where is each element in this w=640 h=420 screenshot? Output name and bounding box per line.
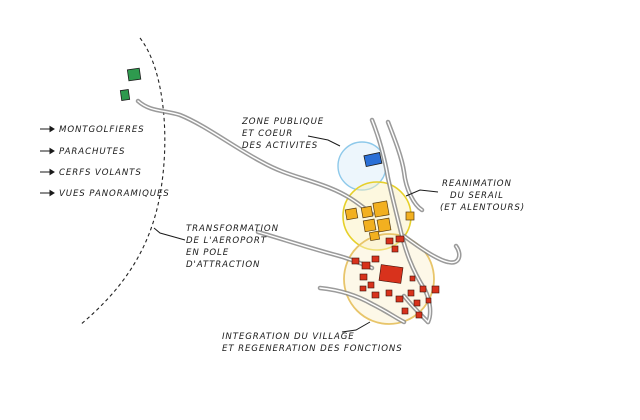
village-building [367, 281, 375, 289]
label-serail-line: REANIMATION [442, 179, 512, 189]
label-aeroport-line: EN POLE [186, 248, 229, 258]
label-aeroport-line: TRANSFORMATION [186, 224, 279, 234]
leader-village [341, 321, 371, 333]
label-aeroport-line: DE L'AEROPORT [186, 236, 267, 246]
leader-serail [405, 189, 439, 197]
label-aeroport-line: D'ATTRACTION [186, 260, 260, 270]
village-building [371, 255, 380, 263]
village-building [385, 237, 394, 245]
village-building [391, 245, 399, 253]
village-building [359, 285, 367, 292]
road-west-inner [257, 231, 373, 269]
serail-building [372, 200, 390, 218]
village-building [401, 307, 409, 315]
village-building [407, 289, 415, 297]
list-item: VUES PANORAMIQUES [59, 189, 170, 199]
label-zone-publique-line: DES ACTIVITES [242, 141, 318, 151]
arrow-icon [40, 168, 55, 176]
village-building [415, 311, 423, 319]
label-village-line: INTEGRATION DU VILLAGE [222, 332, 355, 342]
leader-aeroport [153, 227, 186, 241]
village-building [395, 235, 405, 243]
arrow-icon [40, 125, 55, 133]
green-site-marker [119, 89, 131, 101]
road-southwest-inner [319, 287, 405, 323]
label-zone-publique-line: ET COEUR [242, 129, 293, 139]
serail-building [360, 205, 374, 219]
village-building [378, 264, 404, 284]
boundary-dashed-arc [79, 37, 166, 326]
list-item: PARACHUTES [59, 147, 125, 157]
leader-zone-publique [307, 135, 341, 147]
arrow-icon [40, 147, 55, 155]
village-building [409, 275, 416, 282]
label-village-line: ET REGENERATION DES FONCTIONS [222, 344, 403, 354]
village-building [419, 285, 427, 293]
village-building [385, 289, 393, 297]
serail-building [362, 218, 377, 233]
village-building [425, 297, 432, 304]
zone-publique-building [363, 151, 383, 168]
label-serail-line: DU SERAIL [450, 191, 504, 201]
village-building [361, 261, 371, 270]
village-building [371, 291, 380, 299]
road-east-inner [387, 121, 423, 211]
list-item: MONTGOLFIERES [59, 125, 145, 135]
label-serail-line: (ET ALENTOURS) [440, 203, 525, 213]
list-item: CERFS VOLANTS [59, 168, 142, 178]
road-southeast-inner [403, 235, 460, 264]
village-building [359, 273, 368, 281]
village-building [431, 285, 440, 294]
village-building [395, 295, 404, 303]
label-zone-publique-line: ZONE PUBLIQUE [241, 117, 324, 127]
road-south-inner [403, 295, 429, 323]
village-building [413, 299, 421, 307]
road-main-inner [137, 100, 373, 215]
village-building [351, 257, 360, 265]
serail-building [344, 207, 359, 221]
serail-building [368, 230, 381, 242]
green-site-marker [126, 67, 142, 82]
serail-building [376, 217, 392, 233]
arrow-icon [40, 189, 55, 197]
serail-building [405, 211, 415, 221]
